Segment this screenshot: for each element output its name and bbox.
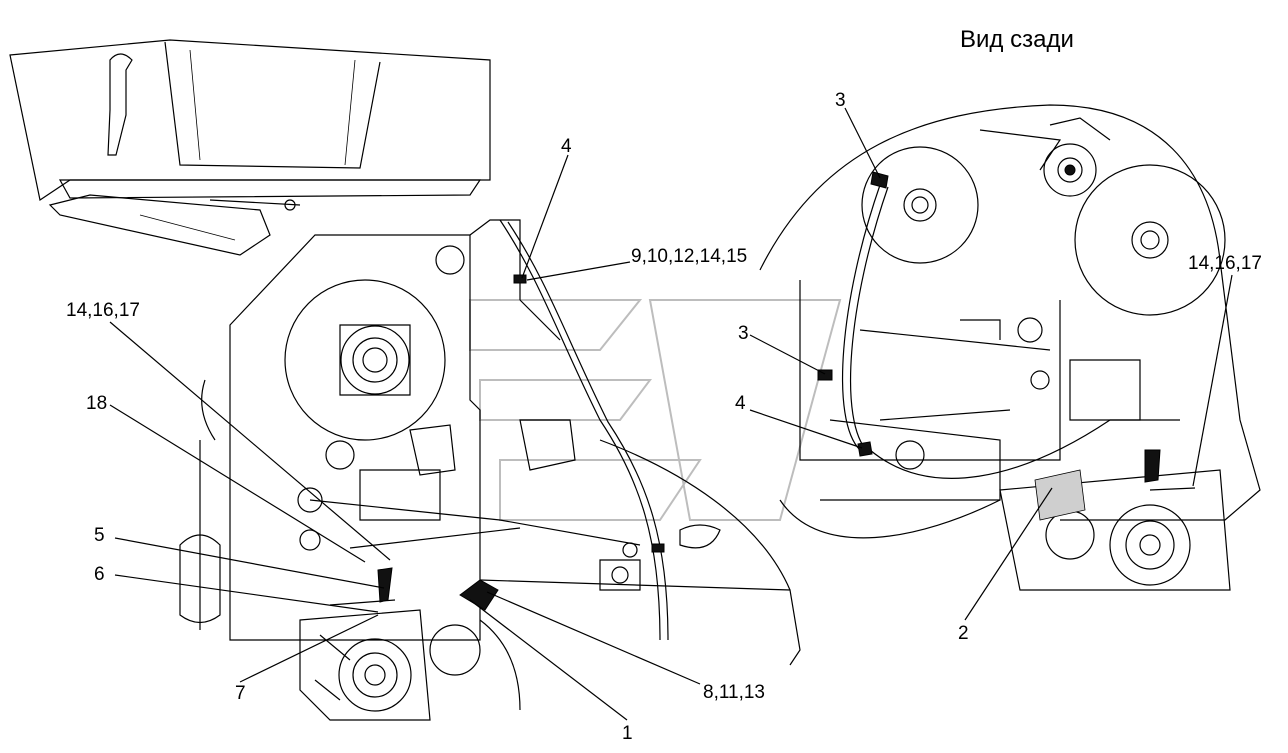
callout-7: 7 <box>235 683 246 704</box>
callout-18: 18 <box>86 393 107 414</box>
callout-5: 5 <box>94 525 105 546</box>
left-frame <box>179 219 801 666</box>
right-frame <box>759 104 1261 539</box>
callout-14-16-17-left: 14,16,17 <box>66 300 140 321</box>
callout-8-11-13: 8,11,13 <box>703 682 765 703</box>
left-gearbox <box>299 609 521 721</box>
callout-3-mid: 3 <box>738 323 749 344</box>
leader-lines <box>109 107 1233 721</box>
view-title: Вид сзади <box>960 26 1074 53</box>
hopper-cover <box>9 39 491 256</box>
left-linkage <box>309 219 669 641</box>
callout-3-top: 3 <box>835 90 846 111</box>
callout-2: 2 <box>958 623 969 644</box>
callout-1: 1 <box>622 723 633 744</box>
callout-4-top: 4 <box>561 136 572 157</box>
callout-6: 6 <box>94 564 105 585</box>
watermark-logo <box>469 299 842 521</box>
callout-4-mid: 4 <box>735 393 746 414</box>
callout-9-10-12-14-15: 9,10,12,14,15 <box>631 246 747 267</box>
callout-14-16-17-right: 14,16,17 <box>1188 253 1262 274</box>
right-gearbox <box>999 449 1231 591</box>
